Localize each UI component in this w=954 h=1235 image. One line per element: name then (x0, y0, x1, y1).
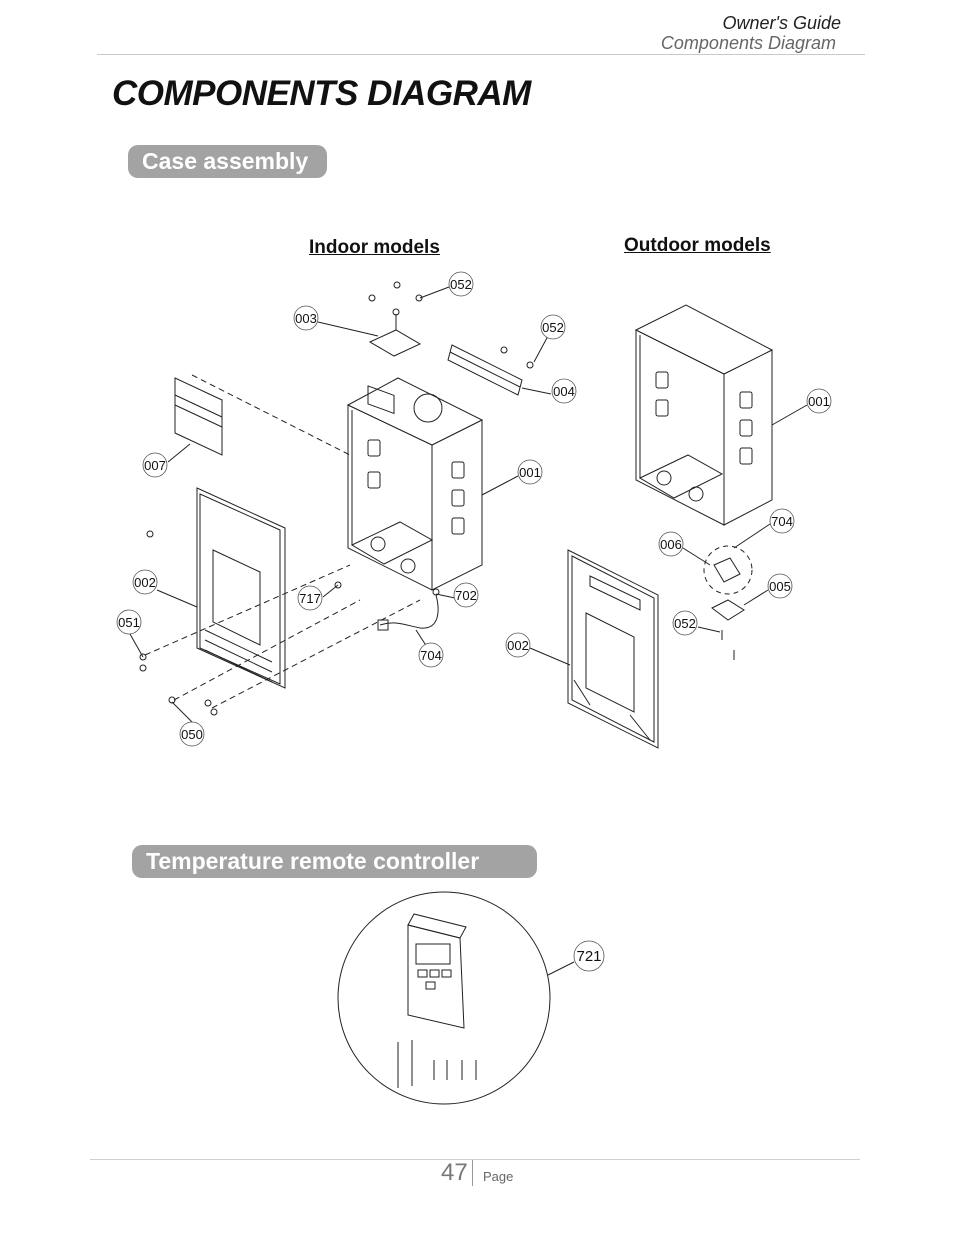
callout-006: 006 (660, 537, 682, 552)
section-remote-controller: Temperature remote controller (132, 845, 537, 878)
front-screws (139, 530, 421, 716)
indoor-front-cover (196, 487, 286, 689)
indoor-cable (334, 581, 440, 631)
callout-052-outdoor: 052 (674, 616, 696, 631)
callout-002-indoor: 002 (134, 575, 156, 590)
top-plate (368, 281, 423, 357)
callout-702: 702 (455, 588, 477, 603)
header-section-title: Components Diagram (660, 33, 836, 53)
indoor-models-label: Indoor models (309, 237, 440, 258)
footer-divider (90, 1159, 860, 1160)
callout-050: 050 (181, 727, 203, 742)
callout-002-outdoor: 002 (507, 638, 529, 653)
callout-052-top: 052 (450, 277, 472, 292)
page-title: COMPONENTS DIAGRAM (112, 74, 531, 113)
outdoor-models-label: Outdoor models (624, 235, 771, 256)
outdoor-case (634, 304, 774, 526)
callout-007: 007 (144, 458, 166, 473)
section-case-assembly: Case assembly (128, 145, 327, 178)
mounting-bracket (447, 344, 534, 396)
callout-052-bracket: 052 (542, 320, 564, 335)
callout-717: 717 (299, 591, 321, 606)
outdoor-fittings (703, 545, 753, 660)
remote-controller (337, 891, 575, 1105)
callout-704-outdoor: 704 (771, 514, 793, 529)
callout-005: 005 (769, 579, 791, 594)
callout-004: 004 (553, 384, 575, 399)
leader-lines (129, 286, 808, 723)
callout-003: 003 (295, 311, 317, 326)
callout-001-outdoor: 001 (808, 394, 830, 409)
callout-051: 051 (118, 615, 140, 630)
header-guide-title: Owner's Guide (722, 13, 842, 33)
header-divider (97, 54, 865, 55)
page-number: 47 (441, 1160, 473, 1186)
page-word: Page (483, 1169, 514, 1184)
indoor-case (346, 377, 484, 591)
callout-704-indoor: 704 (420, 648, 442, 663)
callout-001-indoor: 001 (519, 465, 541, 480)
side-bracket (174, 374, 351, 456)
callout-721: 721 (576, 948, 601, 965)
outdoor-front-cover (567, 549, 659, 749)
